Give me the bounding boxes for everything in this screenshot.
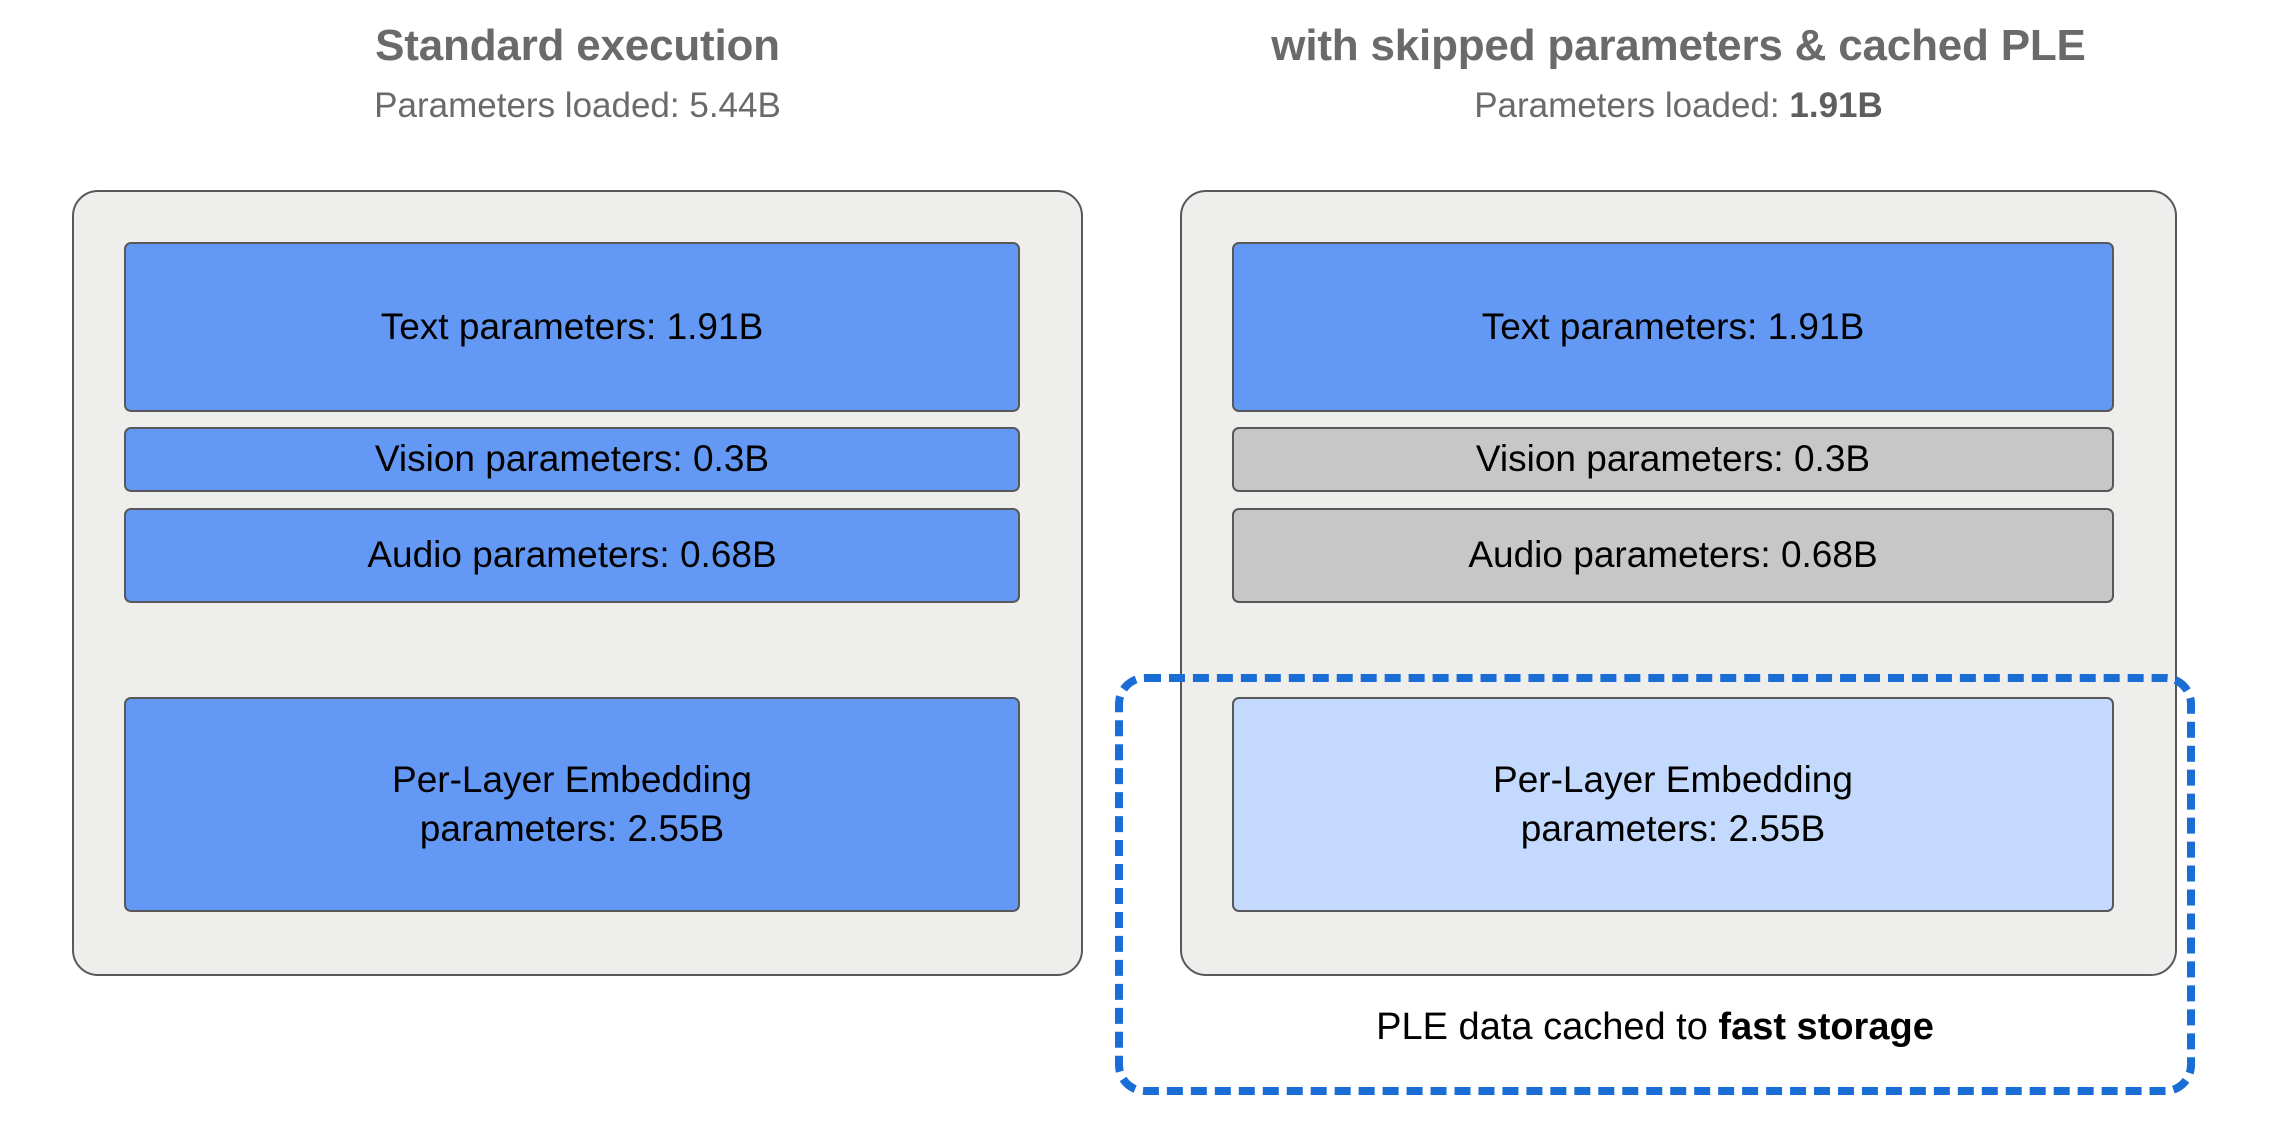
column-title-standard: Standard execution <box>375 21 780 70</box>
bar-label-ple-standard-line1: Per-Layer Embedding <box>392 758 752 800</box>
bar-ple-optimized: Per-Layer Embedding parameters: 2.55B <box>1232 697 2114 912</box>
bar-text-standard: Text parameters: 1.91B <box>124 242 1020 412</box>
bar-vision-optimized: Vision parameters: 0.3B <box>1232 427 2114 492</box>
bar-label-vision-standard: Vision parameters: 0.3B <box>374 438 770 480</box>
bar-label-ple-standard-line2: parameters: 2.55B <box>419 807 725 849</box>
bar-ple-standard: Per-Layer Embedding parameters: 2.55B <box>124 697 1020 912</box>
bar-label-audio-optimized: Audio parameters: 0.68B <box>1468 534 1878 576</box>
params-loaded-value-standard: 5.44B <box>689 86 781 126</box>
bar-label-audio-standard: Audio parameters: 0.68B <box>367 534 777 576</box>
cache-caption-emphasis: fast storage <box>1718 1006 1934 1048</box>
column-subtitle-optimized: Parameters loaded: 1.91B <box>1180 87 2177 126</box>
bar-label-ple-optimized-line2: parameters: 2.55B <box>1520 807 1826 849</box>
bar-label-vision-optimized: Vision parameters: 0.3B <box>1475 438 1871 480</box>
column-header-standard: Standard execution Parameters loaded: 5.… <box>72 21 1083 126</box>
column-title-optimized: with skipped parameters & cached PLE <box>1271 21 2086 70</box>
bar-audio-standard: Audio parameters: 0.68B <box>124 508 1020 603</box>
bar-label-text-optimized: Text parameters: 1.91B <box>1481 305 1865 347</box>
bar-label-ple-optimized-line1: Per-Layer Embedding <box>1493 758 1853 800</box>
column-subtitle-standard: Parameters loaded: 5.44B <box>72 87 1083 126</box>
bar-text-optimized: Text parameters: 1.91B <box>1232 242 2114 412</box>
bar-audio-optimized: Audio parameters: 0.68B <box>1232 508 2114 603</box>
params-loaded-label-optimized: Parameters loaded: <box>1474 86 1780 126</box>
bar-vision-standard: Vision parameters: 0.3B <box>124 427 1020 492</box>
params-loaded-value-optimized: 1.91B <box>1789 86 1883 126</box>
cache-caption: PLE data cached to fast storage <box>1115 1006 2195 1049</box>
params-loaded-label-standard: Parameters loaded: <box>374 86 680 126</box>
panel-standard: Text parameters: 1.91B Vision parameters… <box>72 190 1083 976</box>
panel-optimized: Text parameters: 1.91B Vision parameters… <box>1180 190 2177 976</box>
bar-label-text-standard: Text parameters: 1.91B <box>380 305 764 347</box>
column-header-optimized: with skipped parameters & cached PLE Par… <box>1180 21 2177 126</box>
cache-caption-prefix: PLE data cached to <box>1376 1006 1719 1048</box>
